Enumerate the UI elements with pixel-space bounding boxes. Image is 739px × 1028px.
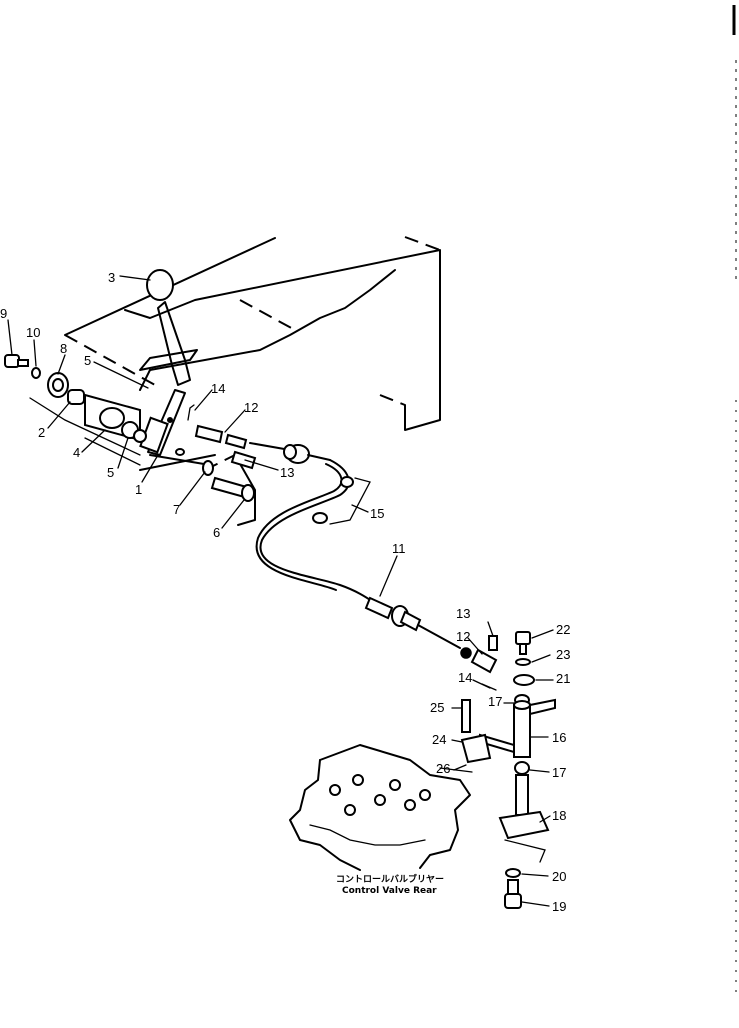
leader-lines — [7, 275, 554, 907]
callout-8: 8 — [60, 341, 67, 356]
callout-14-bottom: 14 — [458, 670, 472, 685]
cable-top-end — [187, 404, 331, 470]
callout-5-top: 5 — [84, 353, 91, 368]
callout-13-bottom: 13 — [456, 606, 470, 621]
callout-9: 9 — [0, 306, 7, 321]
callout-13-top: 13 — [280, 465, 294, 480]
callout-26: 26 — [436, 761, 450, 776]
callout-14-top: 14 — [211, 381, 225, 396]
callout-21: 21 — [556, 671, 570, 686]
callout-19: 19 — [552, 899, 566, 914]
right-assembly — [439, 631, 556, 909]
callout-17-bottom: 17 — [552, 765, 566, 780]
cable-bottom-end — [364, 596, 498, 691]
edge-marks — [732, 5, 737, 1000]
machine-body — [64, 236, 441, 526]
control-lever — [139, 269, 216, 471]
valve-caption: コントロールバルブリヤー Control Valve Rear — [336, 873, 444, 896]
callout-6: 6 — [213, 525, 220, 540]
callout-11: 11 — [392, 541, 406, 556]
left-parts — [4, 354, 255, 502]
callout-24: 24 — [432, 732, 446, 747]
callout-12-bottom: 12 — [456, 629, 470, 644]
callout-4: 4 — [73, 445, 80, 460]
callout-3: 3 — [108, 270, 115, 285]
callout-5-bottom: 5 — [107, 465, 114, 480]
control-valve — [289, 744, 471, 871]
callout-22: 22 — [556, 622, 570, 637]
callout-16: 16 — [552, 730, 566, 745]
callout-numbers: 3 9 10 8 5 2 4 5 1 7 6 14 12 13 15 11 13… — [0, 270, 570, 914]
cable — [255, 459, 379, 606]
callout-10: 10 — [26, 325, 40, 340]
callout-25: 25 — [430, 700, 444, 715]
callout-23: 23 — [556, 647, 570, 662]
callout-15: 15 — [370, 506, 384, 521]
callout-1: 1 — [135, 482, 142, 497]
callout-7: 7 — [173, 502, 180, 517]
callout-12-top: 12 — [244, 400, 258, 415]
caption-english: Control Valve Rear — [342, 886, 437, 896]
callout-2: 2 — [38, 425, 45, 440]
caption-japanese: コントロールバルブリヤー — [336, 873, 444, 885]
callout-18: 18 — [552, 808, 566, 823]
callout-20: 20 — [552, 869, 566, 884]
callout-17-top: 17 — [488, 694, 502, 709]
